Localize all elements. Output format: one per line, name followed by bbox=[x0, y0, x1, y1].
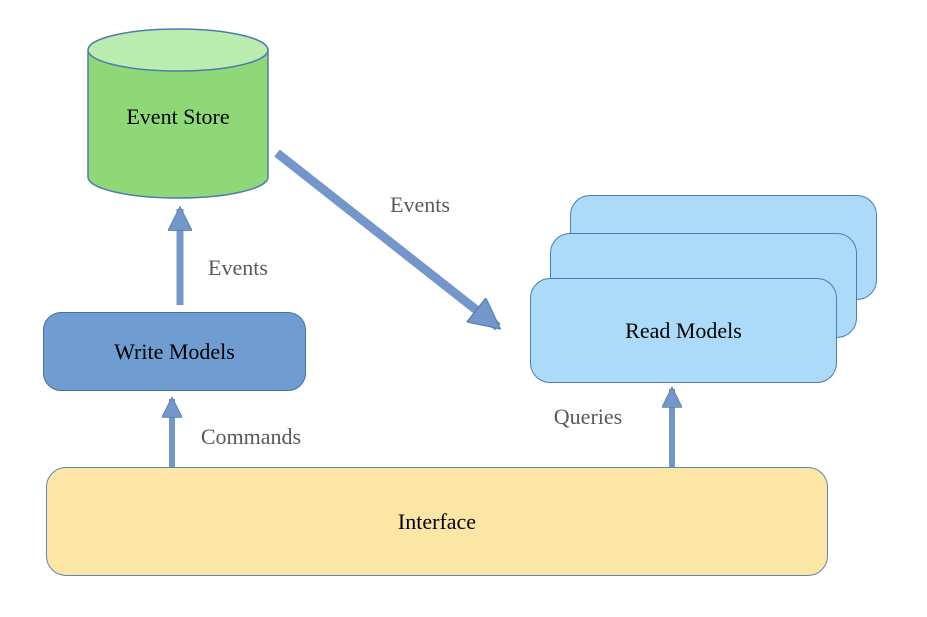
interface-node: Interface bbox=[46, 467, 828, 576]
events-arrow-store-to-read bbox=[274, 149, 498, 331]
write-models-label: Write Models bbox=[114, 338, 235, 364]
write-models-node: Write Models bbox=[43, 312, 306, 391]
events-label-write-to-store: Events bbox=[208, 255, 268, 280]
read-models-label: Read Models bbox=[625, 317, 742, 343]
commands-label: Commands bbox=[200, 424, 302, 449]
interface-label: Interface bbox=[397, 508, 477, 534]
events-label-store-to-read: Events bbox=[390, 192, 450, 217]
read-models-node: Read Models bbox=[530, 278, 837, 383]
event-store-label: Event Store bbox=[126, 104, 230, 129]
queries-label: Queries bbox=[553, 404, 623, 429]
